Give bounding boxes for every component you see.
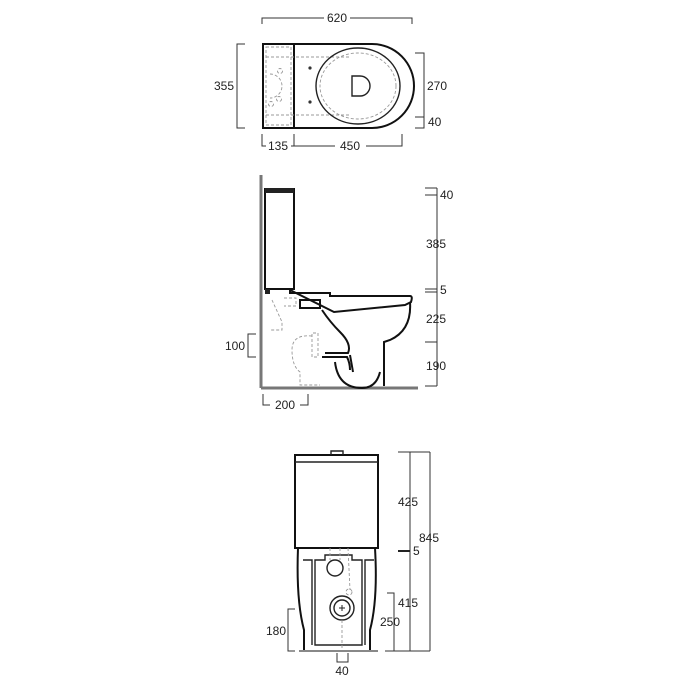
dimension-label: 40 — [428, 115, 442, 129]
dimension-label: 40 — [335, 664, 349, 678]
dimension-label-190: 190 — [426, 359, 446, 373]
dimension-620: 620 — [261, 11, 413, 25]
dimension-ticks — [385, 451, 430, 652]
top-view-outline — [262, 43, 415, 129]
front-view-outline — [294, 450, 379, 652]
dimension-label-225: 225 — [426, 312, 446, 326]
dimension-40-top: 40 — [415, 115, 442, 129]
dimension-100: 100 — [225, 333, 256, 358]
dimension-label-845: 845 — [419, 531, 439, 545]
dimension-250: 250 — [380, 592, 400, 651]
dimension-40-side: 40 — [425, 187, 454, 202]
dimension-label: 100 — [225, 339, 245, 353]
dimension-label: 5 — [440, 283, 447, 297]
dimension-label: 180 — [266, 624, 286, 638]
dimension-label: 5 — [413, 544, 420, 558]
dimension-5-front: 5 — [398, 544, 420, 558]
dimension-label: 250 — [380, 615, 400, 629]
dimension-200: 200 — [262, 394, 309, 412]
dimension-label: 40 — [440, 188, 454, 202]
dimension-label: 450 — [340, 139, 360, 153]
dimension-270: 270 — [415, 52, 447, 118]
dimension-label-425: 425 — [398, 495, 418, 509]
dimension-label-385: 385 — [426, 237, 446, 251]
top-view: 620 355 270 40 135 450 — [214, 11, 447, 153]
side-view: 40 385 5 225 190 100 200 — [225, 175, 454, 412]
dimension-450: 450 — [294, 134, 403, 153]
dimension-label: 355 — [214, 79, 234, 93]
side-view-outline — [259, 175, 418, 390]
dimension-label: 620 — [327, 11, 347, 25]
dimension-label: 270 — [427, 79, 447, 93]
dimension-180: 180 — [266, 608, 295, 652]
dimension-5-side: 5 — [425, 283, 447, 297]
dimension-135: 135 — [261, 134, 295, 153]
dimension-label-415: 415 — [398, 596, 418, 610]
front-view: 425 5 415 845 250 180 40 — [266, 450, 439, 678]
dimension-label: 200 — [275, 398, 295, 412]
dimension-40-front: 40 — [335, 653, 349, 678]
dimension-label: 135 — [268, 139, 288, 153]
dimension-355: 355 — [214, 43, 245, 129]
